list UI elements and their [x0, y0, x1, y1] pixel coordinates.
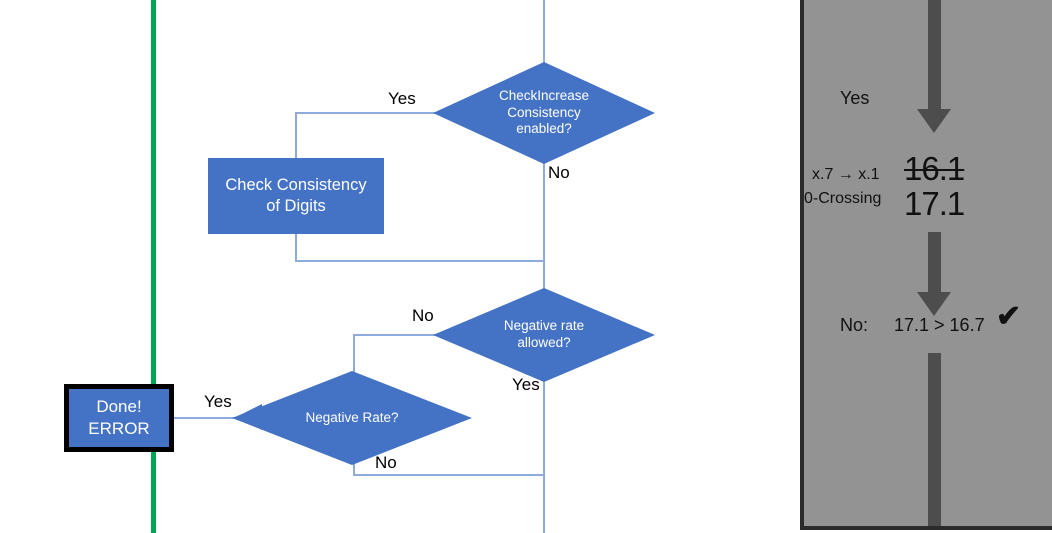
decision-negative-rate-allowed-text: Negative rate allowed?: [503, 318, 585, 350]
annotation-panel: Yes x.7 → x.1 0-Crossing 16.1 17.1 No: 1…: [800, 0, 1052, 530]
connector-error-to-negrate: [174, 417, 238, 419]
diamond-shape-icon: [433, 62, 655, 164]
connector-checkincrease-no: [543, 162, 545, 262]
panel-arrow-3-shaft: [928, 353, 941, 526]
panel-arrow-2-head: [917, 292, 951, 316]
panel-rounding-label: x.7 → x.1: [812, 166, 880, 183]
edge-label-negative-rate-allowed-yes: Yes: [512, 375, 540, 394]
panel-branch-label: Yes: [840, 88, 870, 108]
decision-negative-rate-allowed[interactable]: Negative rate allowed?: [433, 288, 655, 382]
terminator-done-error[interactable]: Done! ERROR: [64, 384, 174, 452]
diamond-shape-icon: [232, 371, 472, 465]
connector-box-to-merge: [295, 232, 297, 262]
connector-top-trunk: [543, 0, 545, 64]
terminator-done-error-label: Done! ERROR: [88, 396, 150, 438]
decision-negative-rate[interactable]: Negative Rate?: [232, 371, 472, 465]
decision-check-increase[interactable]: CheckIncrease Consistency enabled?: [433, 62, 655, 164]
panel-arrow-2-shaft: [928, 232, 941, 294]
panel-value-struck: 16.1: [904, 150, 965, 187]
connector-bottom-trunk: [543, 474, 545, 533]
arrowhead-into-negative-rate: [236, 404, 262, 430]
decision-check-increase-line1: CheckIncrease Consistency enabled?: [498, 87, 590, 137]
process-check-consistency-label: Check Consistency of Digits: [225, 176, 367, 215]
panel-decision-label: No:: [840, 315, 869, 335]
connector-negrate-no-horizontal: [353, 474, 545, 476]
section-divider-green: [151, 0, 156, 533]
decision-negative-rate-allowed-label: Negative rate allowed?: [433, 288, 655, 382]
decision-negative-rate-label: Negative Rate?: [232, 371, 472, 465]
decision-check-increase-label: CheckIncrease Consistency enabled?: [433, 62, 655, 164]
panel-comparison: 17.1 > 16.7: [894, 315, 985, 335]
connector-yes-branch-down: [295, 112, 297, 160]
panel-value-current: 17.1: [904, 185, 965, 222]
connector-negallowed-no-horizontal: [353, 334, 435, 336]
panel-arrow-1-head: [917, 109, 951, 133]
edge-label-negative-rate-allowed-no: No: [412, 306, 434, 325]
process-check-consistency-of-digits[interactable]: Check Consistency of Digits: [208, 158, 384, 234]
diamond-shape-icon: [433, 288, 655, 382]
checkmark-icon: ✔: [996, 300, 1022, 333]
edge-label-done-error-yes: Yes: [204, 392, 232, 411]
edge-label-negative-rate-no: No: [375, 453, 397, 472]
panel-arrow-1-shaft: [928, 0, 941, 111]
connector-negallowed-yes-down: [543, 380, 545, 476]
decision-negative-rate-text: Negative Rate?: [305, 409, 399, 425]
edge-label-check-increase-yes: Yes: [388, 89, 416, 108]
connector-merge-horizontal: [295, 260, 545, 262]
connector-merge-down: [543, 260, 545, 290]
edge-label-check-increase-no: No: [548, 163, 570, 182]
panel-zero-crossing-label: 0-Crossing: [804, 190, 882, 207]
connector-yes-branch-horizontal: [295, 112, 435, 114]
